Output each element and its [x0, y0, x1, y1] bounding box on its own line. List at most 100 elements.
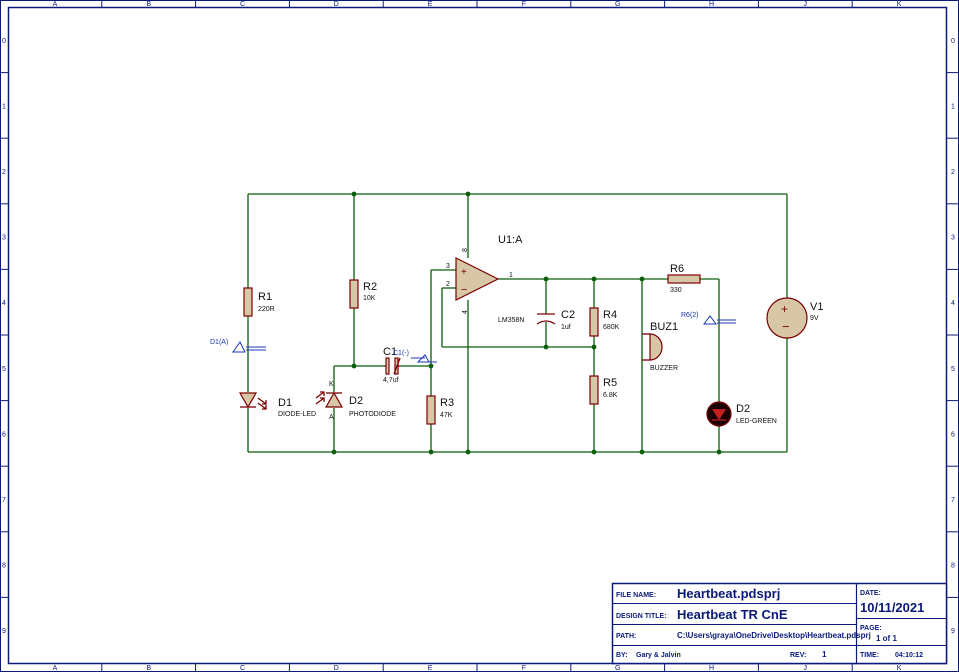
- zone-col-bottom-J: J: [804, 665, 808, 672]
- zone-col-top-A: A: [53, 1, 58, 8]
- led-d1[interactable]: D1 DIODE-LED: [238, 392, 316, 418]
- d1-value: DIODE-LED: [278, 411, 316, 418]
- zone-row-right-5: 5: [951, 366, 955, 373]
- zone-row-left-7: 7: [2, 497, 6, 504]
- zone-col-top-J: J: [804, 1, 808, 8]
- zone-row-left-9: 9: [2, 628, 6, 635]
- r6-ref: R6: [670, 263, 684, 275]
- zone-col-top-D: D: [334, 1, 339, 8]
- probe-r6-2-label: R6(2): [681, 312, 699, 319]
- zone-row-left-6: 6: [2, 431, 6, 438]
- file-name-value: Heartbeat.pdsprj: [677, 586, 780, 601]
- zone-col-top-G: G: [615, 1, 620, 8]
- zone-row-right-6: 6: [951, 431, 955, 438]
- resistor-r4[interactable]: R4 680K: [589, 307, 620, 337]
- c2-value: 1uf: [561, 324, 571, 331]
- c2-ref: C2: [561, 309, 575, 321]
- zone-row-left-4: 4: [2, 300, 6, 307]
- zone-row-right-9: 9: [951, 628, 955, 635]
- zone-row-left-1: 1: [2, 103, 6, 110]
- design-title-value: Heartbeat TR CnE: [677, 607, 788, 622]
- zone-row-right-2: 2: [951, 169, 955, 176]
- u1-pin-gnd: 4: [462, 310, 469, 314]
- probe-d1a-label: D1(A): [210, 339, 228, 346]
- page-label: PAGE:: [860, 625, 882, 632]
- zone-row-left-2: 2: [2, 169, 6, 176]
- r1-value: 220R: [258, 306, 275, 313]
- zone-row-left-3: 3: [2, 235, 6, 242]
- resistor-r3[interactable]: R3 47K: [426, 395, 454, 425]
- zone-col-top-E: E: [428, 1, 433, 8]
- d2-photo-pin-a: A: [329, 414, 334, 421]
- v1-plus-sign: +: [781, 302, 788, 316]
- zone-row-left-5: 5: [2, 366, 6, 373]
- zone-col-bottom-H: H: [709, 665, 714, 672]
- d2-photo-ref: D2: [349, 395, 363, 407]
- design-title-label: DESIGN TITLE:: [616, 613, 667, 620]
- led-d2-green[interactable]: D2 LED-GREEN: [706, 401, 777, 427]
- zone-col-bottom-B: B: [146, 665, 151, 672]
- r6-value: 330: [670, 287, 682, 294]
- rev-label: REV:: [790, 652, 806, 659]
- resistor-r5[interactable]: R5 6.8K: [589, 375, 618, 405]
- r3-value: 47K: [440, 412, 453, 419]
- capacitor-c1[interactable]: C1 4,7uf C1(-): [383, 346, 437, 384]
- file-name-label: FILE NAME:: [616, 592, 656, 599]
- resistor-r2[interactable]: R2 10K: [349, 279, 377, 309]
- wires: [247, 193, 788, 453]
- buz1-value: BUZZER: [650, 365, 678, 372]
- zone-col-top-K: K: [897, 1, 902, 8]
- r4-ref: R4: [603, 309, 617, 321]
- u1-pin-plus-in: 3: [446, 263, 450, 270]
- buz1-ref: BUZ1: [650, 321, 678, 333]
- zone-row-right-3: 3: [951, 235, 955, 242]
- title-block: FILE NAME: Heartbeat.pdsprj DESIGN TITLE…: [611, 582, 948, 665]
- c1-ref: C1: [383, 346, 397, 358]
- zone-col-top-F: F: [522, 1, 526, 8]
- buzzer-buz1[interactable]: BUZ1 BUZZER: [642, 321, 678, 372]
- zone-row-right-1: 1: [951, 103, 955, 110]
- u1-value: LM358N: [498, 317, 524, 324]
- by-value: Gary & Jalvin: [636, 652, 681, 659]
- date-value: 10/11/2021: [860, 600, 924, 615]
- opamp-u1a[interactable]: + − 3 2 1 8 4 U1:A LM358N: [446, 234, 524, 324]
- probe-d1a[interactable]: D1(A): [210, 339, 266, 353]
- c1-value: 4,7uf: [383, 377, 399, 384]
- zone-col-bottom-G: G: [615, 665, 620, 672]
- path-label: PATH:: [616, 633, 636, 640]
- d1-ref: D1: [278, 397, 292, 409]
- zone-col-bottom-A: A: [53, 665, 58, 672]
- resistor-r1[interactable]: R1 220R: [243, 287, 275, 317]
- u1-pin-minus-in: 2: [446, 281, 450, 288]
- zone-row-right-4: 4: [951, 300, 955, 307]
- rev-value: 1: [822, 650, 827, 659]
- resistor-r6[interactable]: R6 330: [667, 263, 701, 294]
- d2-photo-pin-k: K: [329, 381, 334, 388]
- v1-ref: V1: [810, 301, 823, 313]
- time-value: 04:10:12: [895, 652, 923, 659]
- r3-ref: R3: [440, 397, 454, 409]
- zone-col-bottom-K: K: [897, 665, 902, 672]
- u1-ref: U1:A: [498, 234, 523, 246]
- photodiode-d2[interactable]: K A D2 PHOTODIODE: [315, 381, 396, 421]
- probe-r6-2[interactable]: R6(2): [681, 312, 736, 325]
- d2-photo-value: PHOTODIODE: [349, 411, 396, 418]
- capacitor-c2[interactable]: C2 1uf: [536, 309, 575, 331]
- zone-col-bottom-F: F: [522, 665, 526, 672]
- voltage-source-v1[interactable]: + − V1 9V: [766, 297, 823, 339]
- v1-value: 9V: [810, 315, 819, 322]
- zone-col-top-H: H: [709, 1, 714, 8]
- zone-col-bottom-D: D: [334, 665, 339, 672]
- d2-led-value: LED-GREEN: [736, 418, 777, 425]
- zone-row-left-0: 0: [2, 38, 6, 45]
- r5-ref: R5: [603, 377, 617, 389]
- u1-minus-sign: −: [461, 284, 467, 296]
- r4-value: 680K: [603, 324, 620, 331]
- junction-dots: [331, 191, 722, 455]
- v1-minus-sign: −: [782, 319, 790, 334]
- r1-ref: R1: [258, 291, 272, 303]
- date-label: DATE:: [860, 590, 881, 597]
- time-label: TIME:: [860, 652, 879, 659]
